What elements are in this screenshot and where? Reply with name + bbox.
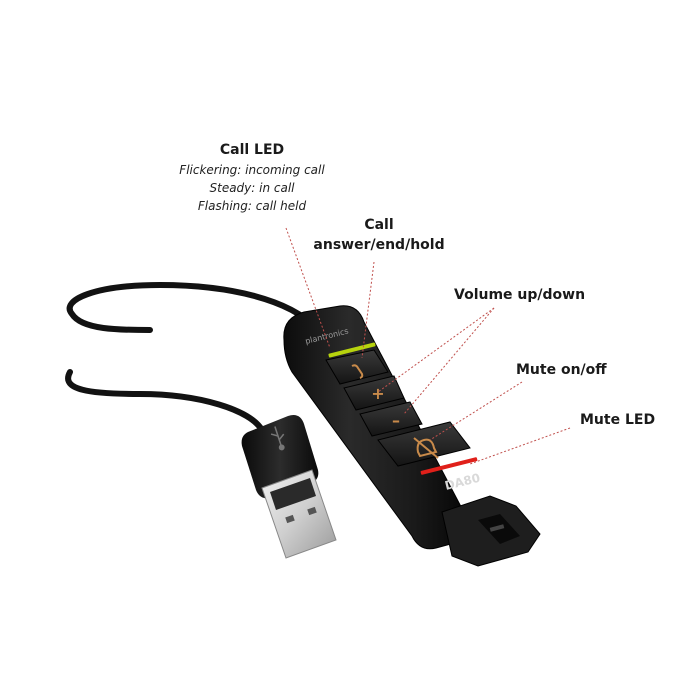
call-button[interactable] — [325, 349, 389, 385]
model-logo: DA80 — [443, 471, 481, 493]
usb-cable — [65, 281, 319, 433]
mute-button[interactable] — [377, 421, 471, 467]
volume-up-symbol: + — [371, 384, 384, 403]
usb-plug — [241, 415, 337, 559]
mute-led-label: Mute LED — [580, 412, 656, 428]
volume-down-button[interactable]: – — [359, 401, 423, 437]
call-led-title: Call LED — [219, 142, 285, 158]
leader-call-button — [361, 261, 375, 359]
leader-mute — [429, 381, 523, 441]
phone-handset-icon — [351, 364, 364, 379]
mute-led — [420, 457, 478, 475]
leader-volume-2 — [403, 307, 495, 415]
call-button-label-1: Call — [364, 217, 394, 233]
leader-call-led — [285, 227, 331, 349]
mute-label: Mute on/off — [516, 362, 607, 378]
quick-disconnect-plug — [441, 495, 541, 567]
leader-volume — [377, 307, 495, 393]
usb-symbol-icon — [270, 426, 285, 451]
call-led-line-2: Steady: in call — [209, 181, 295, 195]
leader-mute-led — [469, 427, 571, 465]
call-button-label-2: answer/end/hold — [313, 237, 445, 253]
volume-label: Volume up/down — [454, 287, 586, 303]
muted-bell-icon — [413, 437, 439, 459]
volume-down-symbol: – — [392, 411, 400, 430]
call-led-line-1: Flickering: incoming call — [179, 163, 325, 177]
call-led-line-3: Flashing: call held — [197, 199, 307, 213]
